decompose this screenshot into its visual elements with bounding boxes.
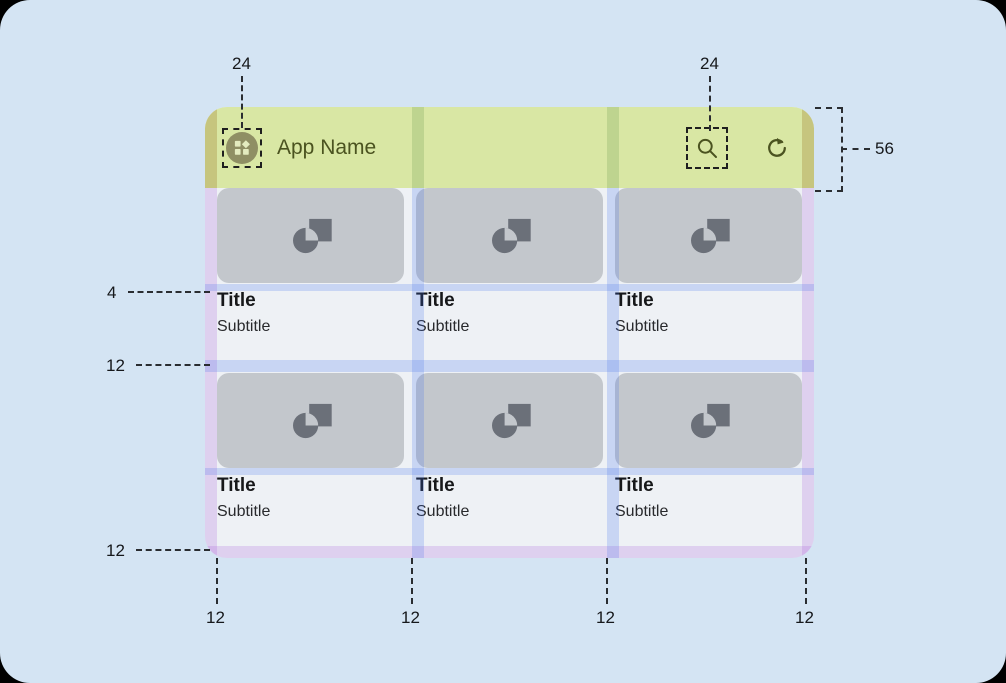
annotation-bracket-appbar-height (815, 107, 843, 192)
card-subtitle: Subtitle (217, 502, 271, 520)
app-frame: App Name (205, 107, 814, 558)
refresh-icon[interactable] (762, 133, 792, 163)
annotation-label-bottom-gutter-2: 12 (401, 608, 420, 627)
card-title: Title (416, 290, 455, 311)
annotation-leader-bottom-gutter-4 (805, 558, 807, 604)
card-title: Title (416, 475, 455, 496)
annotation-label-bottom-gutter-1: 12 (206, 608, 225, 627)
card-subtitle: Subtitle (416, 502, 470, 520)
image-placeholder-icon (217, 188, 404, 283)
card-row: Title Subtitle Title Subtitle (217, 188, 802, 361)
annotation-leader-title-spacing (128, 291, 210, 293)
annotation-label-bottom-gutter-3: 12 (596, 608, 615, 627)
annotation-leader-bottom-gutter-1 (216, 558, 218, 604)
annotation-label-logo-spacing: 24 (232, 54, 251, 73)
card-title: Title (615, 290, 654, 311)
card[interactable]: Title Subtitle (217, 373, 404, 546)
annotation-leader-bottom-gutter-3 (606, 558, 608, 604)
card-title: Title (217, 475, 256, 496)
annotation-label-bottom-gutter-4: 12 (795, 608, 814, 627)
app-bar: App Name (205, 107, 814, 188)
app-title: App Name (277, 135, 377, 159)
annotation-label-title-spacing: 4 (107, 283, 117, 302)
card-title: Title (615, 475, 654, 496)
card[interactable]: Title Subtitle (615, 188, 802, 361)
annotation-label-appbar-height: 56 (875, 139, 894, 158)
card-subtitle: Subtitle (416, 317, 470, 335)
annotation-leader-appbar-height (841, 148, 870, 150)
search-icon[interactable] (686, 126, 728, 169)
image-placeholder-icon (416, 188, 603, 283)
card-grid: Title Subtitle Title Subtitle (205, 188, 814, 558)
annotation-label-bottom-margin: 12 (106, 541, 125, 560)
app-logo-highlight (222, 127, 262, 168)
annotation-leader-logo (241, 76, 243, 128)
annotation-leader-bottom-gutter-2 (411, 558, 413, 604)
image-placeholder-icon (615, 373, 802, 468)
annotation-label-row-gap: 12 (106, 356, 125, 375)
card-title: Title (217, 290, 256, 311)
card-row: Title Subtitle Title Subtitle (217, 373, 802, 546)
annotation-leader-bottom-margin (136, 549, 210, 551)
card-subtitle: Subtitle (217, 317, 271, 335)
annotation-label-search-spacing: 24 (700, 54, 719, 73)
card-subtitle: Subtitle (615, 502, 669, 520)
card[interactable]: Title Subtitle (217, 188, 404, 361)
image-placeholder-icon (416, 373, 603, 468)
card[interactable]: Title Subtitle (615, 373, 802, 546)
card[interactable]: Title Subtitle (416, 373, 603, 546)
image-placeholder-icon (217, 373, 404, 468)
image-placeholder-icon (615, 188, 802, 283)
card[interactable]: Title Subtitle (416, 188, 603, 361)
annotation-leader-row-gap (136, 364, 210, 366)
card-subtitle: Subtitle (615, 317, 669, 335)
widgets-icon[interactable] (226, 131, 258, 164)
annotation-leader-search (709, 76, 711, 131)
